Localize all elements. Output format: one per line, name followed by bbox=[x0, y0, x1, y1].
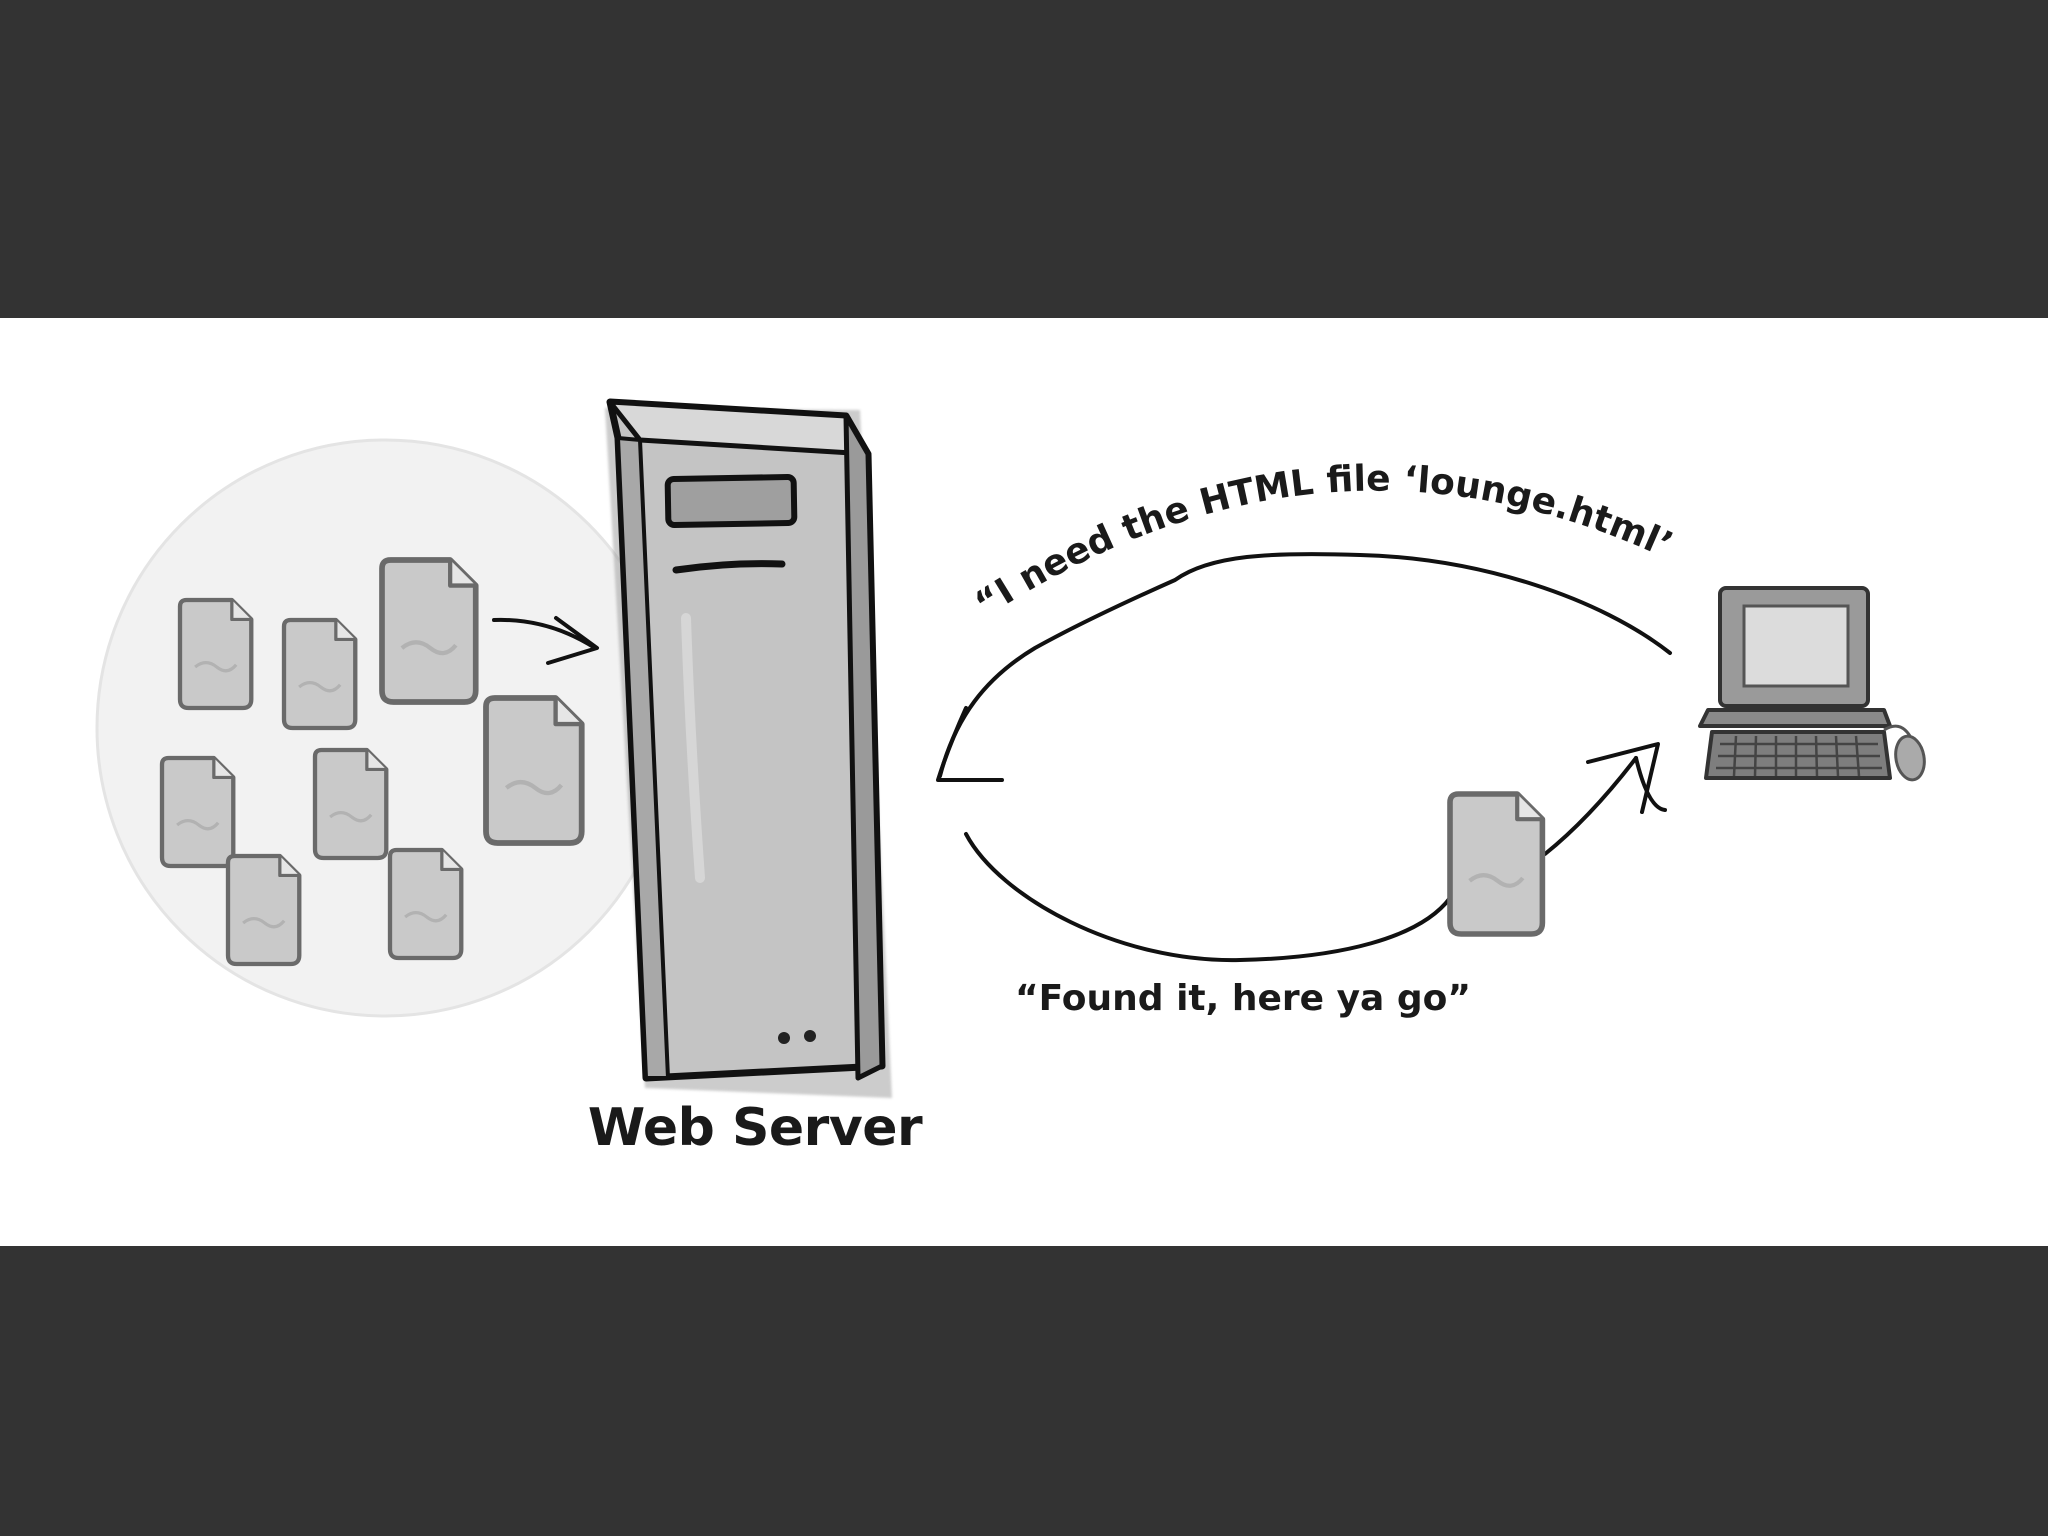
web-server-tower-icon bbox=[605, 398, 892, 1098]
request-arrow bbox=[936, 552, 1672, 782]
server-label: Web Server bbox=[587, 1098, 923, 1158]
document-icon bbox=[390, 850, 461, 958]
document-icon bbox=[180, 600, 251, 708]
document-icon bbox=[162, 758, 233, 866]
returned-document-icon bbox=[1450, 794, 1542, 934]
document-icon bbox=[315, 750, 386, 858]
response-arrow bbox=[964, 742, 1667, 963]
file-storage-circle bbox=[95, 438, 675, 1018]
diagram-canvas: “I need the HTML file ‘lounge.html’” bbox=[0, 318, 1926, 1098]
document-icon bbox=[486, 698, 582, 843]
response-text: “Found it, here ya go” bbox=[1015, 978, 1472, 1019]
files-to-server-arrow bbox=[492, 616, 599, 665]
diagram-panel: “I need the HTML file ‘lounge.html’” Web… bbox=[0, 318, 2048, 1246]
document-icon bbox=[284, 620, 355, 728]
client-computer-icon bbox=[1698, 586, 1926, 782]
document-icon bbox=[228, 856, 299, 964]
bottom-letterbox-band bbox=[0, 1246, 2048, 1536]
top-letterbox-band bbox=[0, 0, 2048, 318]
document-icon bbox=[382, 560, 476, 702]
